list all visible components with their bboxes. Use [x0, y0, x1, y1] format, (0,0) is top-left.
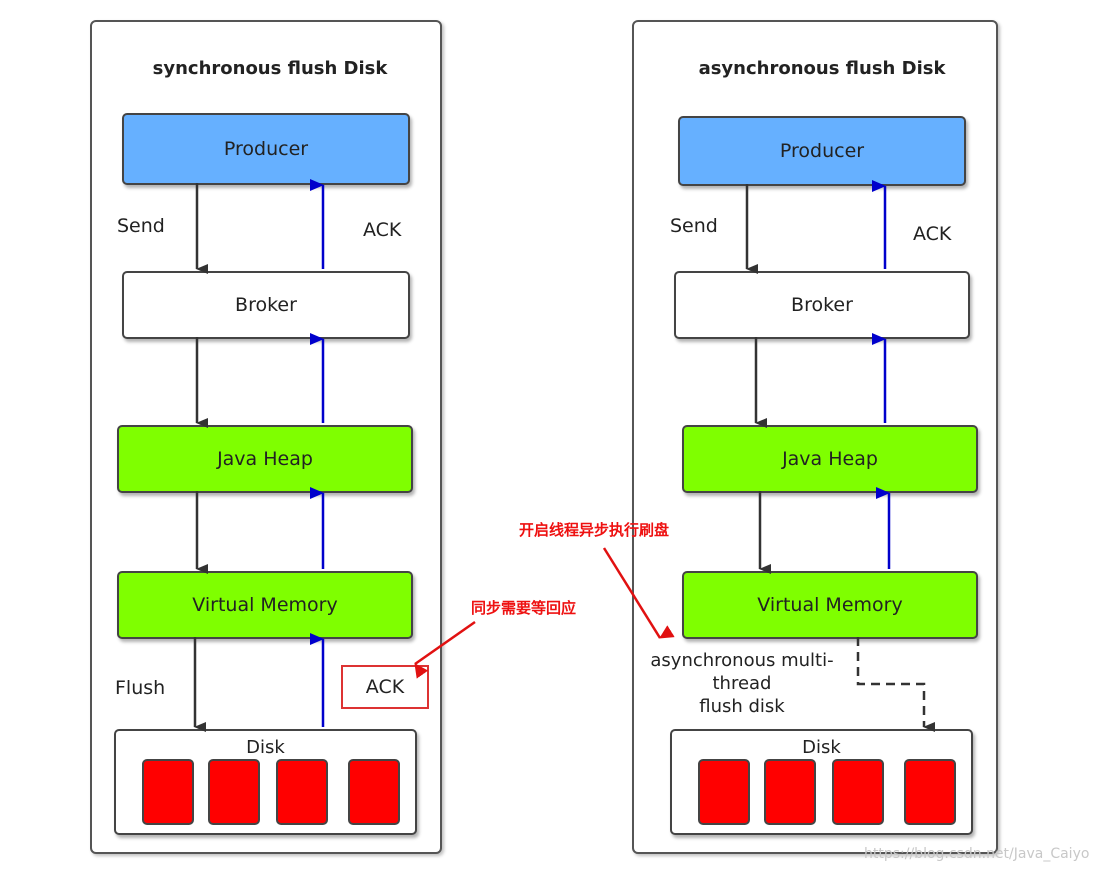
async-note-line3: flush disk	[699, 696, 785, 717]
async-flush-note: asynchronous multi- thread flush disk	[644, 649, 840, 718]
sync-ack-label: ACK	[363, 219, 402, 241]
disk-block	[698, 759, 750, 825]
async-send-label: Send	[670, 215, 718, 237]
async-note-line2: thread	[712, 673, 772, 694]
sync-disk-label: Disk	[246, 737, 285, 758]
sync-broker-box: Broker	[122, 271, 410, 339]
sync-annotation-arrow	[414, 620, 476, 679]
async-virtual-memory-box: Virtual Memory	[682, 571, 978, 639]
disk-block	[208, 759, 260, 825]
sync-java-heap-box: Java Heap	[117, 425, 413, 493]
disk-block	[276, 759, 328, 825]
disk-block	[904, 759, 956, 825]
sync-disk: Disk	[114, 729, 417, 835]
disk-block	[348, 759, 400, 825]
async-broker-box: Broker	[674, 271, 970, 339]
watermark: https://blog.csdn.net/Java_Caiyo	[864, 846, 1090, 862]
disk-block	[764, 759, 816, 825]
async-disk-label: Disk	[802, 737, 841, 758]
async-note-line1: asynchronous multi-	[650, 650, 834, 671]
async-panel-title: asynchronous flush Disk	[698, 58, 946, 79]
sync-send-label: Send	[117, 215, 165, 237]
sync-producer-box: Producer	[122, 113, 410, 185]
async-disk: Disk	[670, 729, 973, 835]
async-ack-label: ACK	[913, 223, 952, 245]
async-annotation: 开启线程异步执行刷盘	[519, 521, 670, 539]
async-java-heap-box: Java Heap	[682, 425, 978, 493]
async-producer-box: Producer	[678, 116, 966, 186]
sync-ack-highlight-box: ACK	[341, 665, 429, 709]
sync-panel-title: synchronous flush Disk	[152, 58, 388, 79]
disk-block	[142, 759, 194, 825]
async-dashed-flush-arrow	[856, 637, 935, 732]
sync-virtual-memory-box: Virtual Memory	[117, 571, 413, 639]
sync-flush-label: Flush	[115, 677, 166, 699]
sync-annotation: 同步需要等回应	[471, 599, 577, 617]
disk-block	[832, 759, 884, 825]
async-annotation-arrow	[602, 547, 675, 639]
